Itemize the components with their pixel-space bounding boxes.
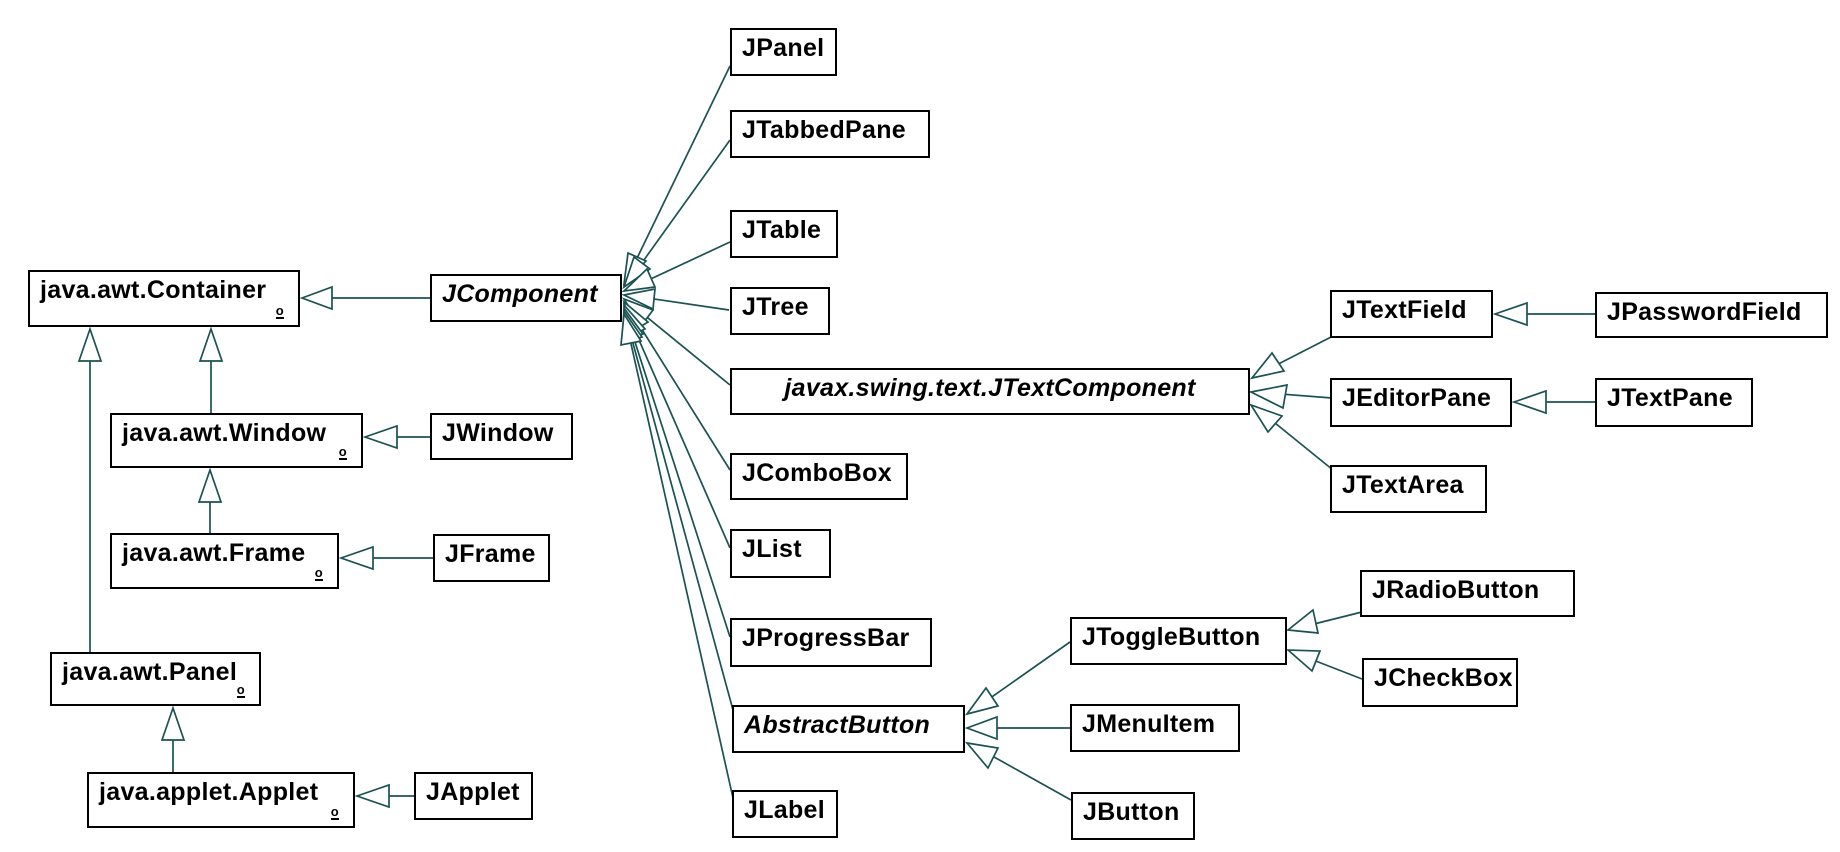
class-box-jframe: JFrame [433,534,550,582]
class-label: java.awt.Frame [122,539,306,567]
arrowhead [621,267,657,293]
class-label: JApplet [426,778,520,806]
class-box-java-awt-panel: java.awt.Panel o [50,652,261,706]
class-label: JPasswordField [1607,298,1802,326]
class-label: JTextArea [1342,471,1464,499]
arrowhead [1285,608,1320,634]
class-box-jtextcomponent: javax.swing.text.JTextComponent [730,368,1250,415]
arrowhead [354,783,390,809]
awt-class-marker-icon: o [330,804,339,820]
class-box-jlabel: JLabel [732,790,838,838]
class-box-abstractbutton: AbstractButton [732,705,965,753]
class-box-jlist: JList [730,529,831,578]
arrowhead [1511,389,1547,415]
awt-class-marker-icon: o [275,303,284,319]
class-box-jprogressbar: JProgressBar [730,618,932,667]
class-box-jtextfield: JTextField [1330,290,1493,338]
class-label: JProgressBar [742,624,910,652]
class-label: JMenuItem [1082,710,1216,738]
class-label: JFrame [445,540,536,568]
class-box-jradiobutton: JRadioButton [1360,570,1575,617]
class-box-jcombobox: JComboBox [730,453,908,500]
edge-jpanel-jcomponent [625,65,731,282]
class-label: java.awt.Panel [62,658,238,686]
class-label: JToggleButton [1082,623,1261,651]
edge-abstractbutton-jcomponent [624,313,734,711]
class-box-java-awt-container: java.awt.Container o [28,270,300,327]
class-box-japplet: JApplet [414,772,533,820]
class-box-jcomponent: JComponent [430,274,622,322]
class-label: JRadioButton [1372,576,1540,604]
arrowhead [964,686,1000,716]
class-label: JComponent [442,280,598,308]
class-box-jcheckbox: JCheckBox [1362,658,1518,707]
arrowhead [1285,649,1322,673]
class-box-jmenuitem: JMenuItem [1070,704,1240,752]
class-label: AbstractButton [744,711,931,739]
awt-class-marker-icon: o [236,682,245,698]
edge-jcombobox-jcomponent [625,303,731,471]
class-label: JTree [742,293,809,321]
arrowhead [77,326,103,362]
arrowhead [160,705,186,741]
class-box-jpanel: JPanel [730,28,837,76]
class-label: JTabbedPane [742,116,906,144]
awt-class-marker-icon: o [338,444,347,460]
class-label: JTextPane [1607,384,1733,412]
class-label: javax.swing.text.JTextComponent [784,374,1196,402]
class-box-jtogglebutton: JToggleButton [1070,617,1287,665]
class-label: JEditorPane [1342,384,1492,412]
arrowhead [198,326,224,362]
class-box-jtextarea: JTextArea [1330,465,1487,513]
class-label: JTextField [1342,296,1467,324]
class-label: java.awt.Window [122,419,327,447]
edge-jprogressbar-jcomponent [624,310,731,638]
arrowhead [1249,351,1286,380]
arrowhead [1248,403,1284,434]
awt-class-marker-icon: o [314,565,323,581]
class-box-jbutton: JButton [1071,792,1195,840]
class-label: JWindow [442,419,554,447]
class-box-jtable: JTable [730,210,838,258]
class-box-jwindow: JWindow [430,413,573,460]
class-label: JCheckBox [1374,664,1513,692]
class-label: java.applet.Applet [99,778,319,806]
class-box-jpasswordfield: JPasswordField [1595,292,1828,338]
arrowhead [338,545,374,571]
class-label: JList [742,535,802,563]
class-label: java.awt.Container [40,276,267,304]
class-box-jtree: JTree [730,287,830,335]
class-box-java-awt-frame: java.awt.Frame o [110,533,339,589]
class-label: JButton [1083,798,1180,826]
edge-jlist-jcomponent [624,307,731,549]
arrowhead [964,741,1000,770]
arrowhead [1492,301,1528,327]
arrowhead [964,715,998,741]
arrowhead [621,287,656,311]
class-box-jeditorpane: JEditorPane [1330,378,1512,427]
class-label: JPanel [742,34,825,62]
class-box-jtabbedpane: JTabbedPane [730,110,930,158]
arrowhead [1248,383,1289,410]
class-box-jtextpane: JTextPane [1595,378,1753,427]
class-box-java-awt-window: java.awt.Window o [110,413,363,468]
arrowhead [620,311,643,347]
arrowhead [299,285,333,311]
class-label: JTable [742,216,822,244]
class-label: JLabel [744,796,825,824]
inheritance-arrowheads [77,251,1547,809]
class-box-java-applet-applet: java.applet.Applet o [87,772,355,828]
arrowhead [197,467,223,503]
arrowhead [362,424,398,450]
edge-jlabel-jcomponent [624,316,734,799]
class-label: JComboBox [742,459,892,487]
